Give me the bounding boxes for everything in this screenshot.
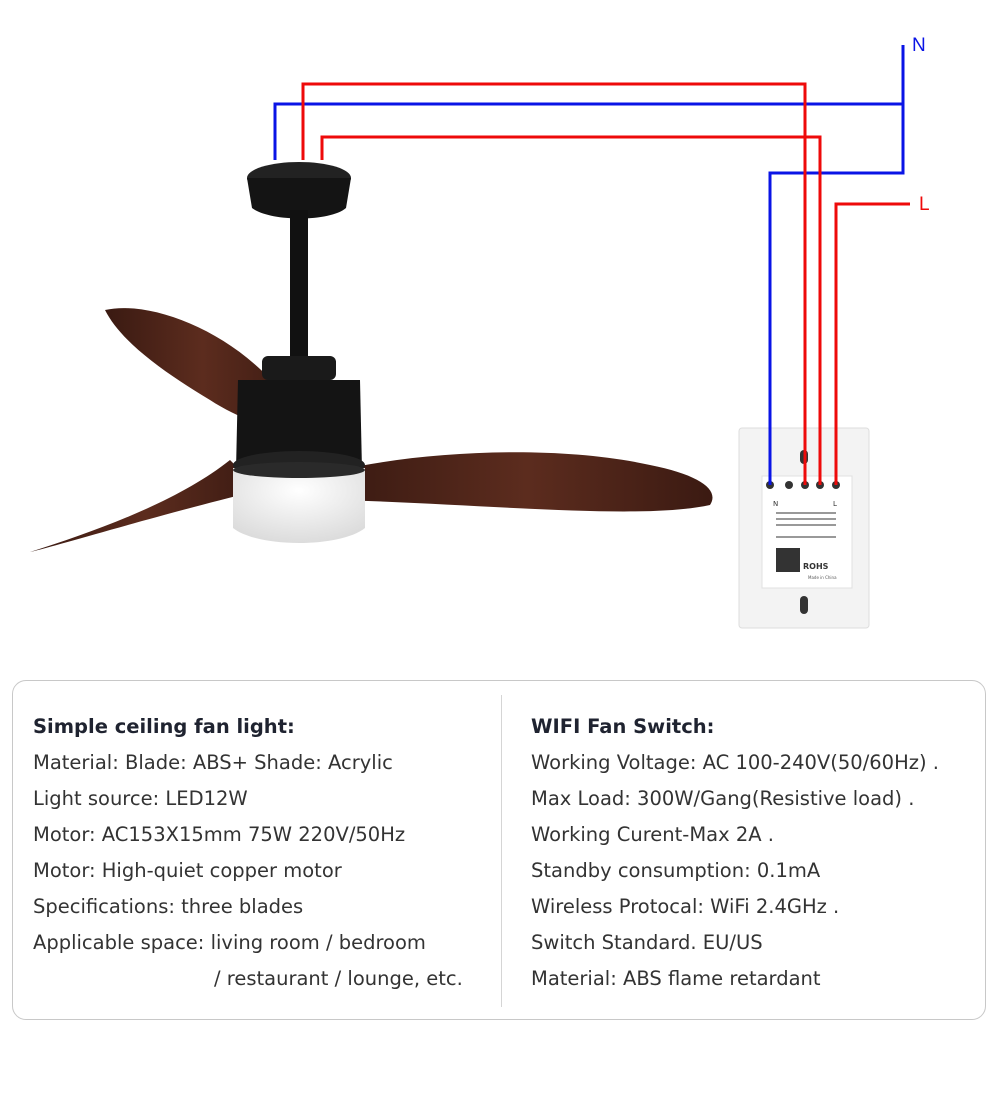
fan-specs: Simple ceiling fan light: Material: Blad… <box>33 709 463 997</box>
spec-line: Light source: LED12W <box>33 787 248 810</box>
live-label: L <box>919 194 930 215</box>
neutral-wire-fan <box>273 102 903 160</box>
spec-line: Working Curent-Max 2A . <box>531 823 774 846</box>
spec-line: Wireless Protocal: WiFi 2.4GHz . <box>531 895 840 918</box>
ceiling-fan-image <box>30 162 713 552</box>
spec-card: Simple ceiling fan light: Material: Blad… <box>12 680 986 1020</box>
spec-line: Material: Blade: ABS+ Shade: Acrylic <box>33 751 393 774</box>
spec-line: Max Load: 300W/Gang(Resistive load) . <box>531 787 915 810</box>
spec-line: Material: ABS flame retardant <box>531 967 821 990</box>
live-wire-input <box>834 202 910 485</box>
switch-specs-title: WIFI Fan Switch: <box>531 715 715 738</box>
made-in-label: Made in China <box>808 575 837 580</box>
switch-specs: WIFI Fan Switch: Working Voltage: AC 100… <box>531 709 939 997</box>
live-wire-fan-motor <box>301 82 807 485</box>
spec-line: Specifications: three blades <box>33 895 304 918</box>
spec-line: Working Voltage: AC 100-240V(50/60Hz) . <box>531 751 939 774</box>
spec-line: Standby consumption: 0.1mA <box>531 859 821 882</box>
rohs-mark: ROHS <box>803 562 829 571</box>
neutral-label: N <box>912 35 926 56</box>
divider <box>501 695 502 1007</box>
fan-specs-title: Simple ceiling fan light: <box>33 715 295 738</box>
neutral-wire-switch <box>768 45 905 485</box>
spec-line: Switch Standard. EU/US <box>531 931 763 954</box>
wiring-diagram: N L ROHS Made in China <box>30 45 910 629</box>
spec-line: Applicable space: living room / bedroom <box>33 931 426 954</box>
switch-terminal-l: L <box>833 500 837 508</box>
spec-line: Motor: High-quiet copper motor <box>33 859 342 882</box>
switch-terminal-n: N <box>773 500 778 508</box>
live-wire-fan-light <box>320 135 822 485</box>
spec-line: / restaurant / lounge, etc. <box>214 967 463 990</box>
spec-line: Motor: AC153X15mm 75W 220V/50Hz <box>33 823 406 846</box>
